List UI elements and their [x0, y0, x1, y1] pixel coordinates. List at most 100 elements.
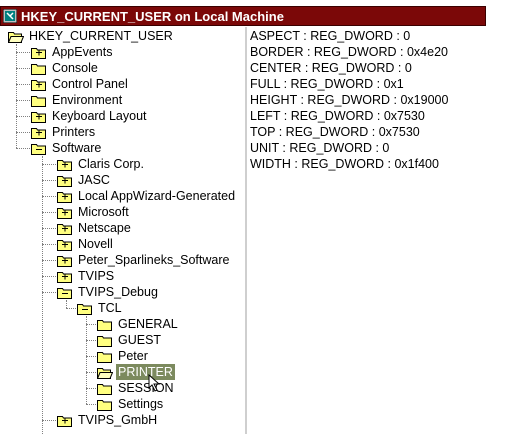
tree-line: [16, 84, 30, 85]
tree-node-general[interactable]: GENERAL: [97, 316, 180, 332]
tree-node-settings[interactable]: Settings: [97, 396, 165, 412]
tree-node-software[interactable]: Software: [31, 140, 103, 156]
tree-line: [86, 404, 96, 405]
value-row-aspect[interactable]: ASPECT : REG_DWORD : 0: [250, 29, 411, 43]
tree-node-peter[interactable]: Peter: [97, 348, 150, 364]
tree-node-label: Environment: [52, 93, 123, 107]
tree-node-label: HKEY_CURRENT_USER: [29, 29, 173, 43]
tree-line: [86, 324, 96, 325]
tree-node-session[interactable]: SESSION: [97, 380, 176, 396]
tree-node-label: TCL: [98, 301, 122, 315]
tree-node-netscape[interactable]: Netscape: [57, 220, 133, 236]
window-right-edge: [489, 0, 507, 434]
registry-app-icon[interactable]: [3, 9, 17, 23]
folder-icon: [97, 383, 112, 395]
tree-node-label: TVIPS: [78, 269, 115, 283]
collapsed-folder-icon: [57, 239, 72, 251]
tree-line: [86, 316, 87, 404]
tree-node-root[interactable]: HKEY_CURRENT_USER: [8, 28, 175, 44]
tree-node-tvips-gmbh[interactable]: TVIPS_GmbH: [57, 412, 159, 428]
tree-node-local-appwizard[interactable]: Local AppWizard-Generated: [57, 188, 237, 204]
tree-line: [42, 164, 56, 165]
tree-line: [42, 276, 56, 277]
window-title: HKEY_CURRENT_USER on Local Machine: [21, 9, 284, 24]
tree-node-label: Keyboard Layout: [52, 109, 147, 123]
tree-node-console[interactable]: Console: [31, 60, 100, 76]
tree-line: [42, 212, 56, 213]
collapsed-folder-icon: [31, 111, 46, 123]
tree-node-label: TVIPS_GmbH: [78, 413, 158, 427]
value-row-top[interactable]: TOP : REG_DWORD : 0x7530: [250, 125, 420, 139]
collapsed-folder-icon: [31, 127, 46, 139]
tree-line: [66, 300, 67, 308]
tree-node-label: AppEvents: [52, 45, 113, 59]
tree-node-label: GUEST: [118, 333, 162, 347]
collapsed-folder-icon: [57, 207, 72, 219]
tree-line: [16, 132, 30, 133]
folder-icon: [97, 399, 112, 411]
value-row-full[interactable]: FULL : REG_DWORD : 0x1: [250, 77, 404, 91]
tree-node-jasc[interactable]: JASC: [57, 172, 112, 188]
tree-node-label: Software: [52, 141, 102, 155]
folder-icon: [97, 351, 112, 363]
tree-line: [16, 52, 30, 53]
tree-node-label: TVIPS_Debug: [78, 285, 158, 299]
collapsed-folder-icon: [57, 175, 72, 187]
tree-node-label: PRINTER: [116, 364, 175, 380]
open-folder-icon: [97, 367, 113, 379]
tree-node-novell[interactable]: Novell: [57, 236, 115, 252]
tree-line: [42, 260, 56, 261]
tree-line: [86, 356, 96, 357]
tree-node-tvips-debug[interactable]: TVIPS_Debug: [57, 284, 160, 300]
tree-node-claris[interactable]: Claris Corp.: [57, 156, 146, 172]
tree-line: [86, 340, 96, 341]
open-folder-icon: [8, 31, 24, 43]
tree-node-guest[interactable]: GUEST: [97, 332, 163, 348]
tree-node-keyboard-layout[interactable]: Keyboard Layout: [31, 108, 149, 124]
tree-node-label: Microsoft: [78, 205, 129, 219]
folder-icon: [31, 63, 46, 75]
values-pane[interactable]: ASPECT : REG_DWORD : 0 BORDER : REG_DWOR…: [249, 27, 489, 434]
collapsed-folder-icon: [57, 255, 72, 267]
mouse-pointer-icon: [148, 374, 161, 392]
value-row-width[interactable]: WIDTH : REG_DWORD : 0x1f400: [250, 157, 439, 171]
collapsed-folder-icon: [57, 191, 72, 203]
tree-node-tcl[interactable]: TCL: [77, 300, 124, 316]
tree-node-label: Control Panel: [52, 77, 128, 91]
tree-node-label: Netscape: [78, 221, 131, 235]
tree-node-label: Peter: [118, 349, 148, 363]
value-row-unit[interactable]: UNIT : REG_DWORD : 0: [250, 141, 390, 155]
value-row-center[interactable]: CENTER : REG_DWORD : 0: [250, 61, 412, 75]
tree-node-label: Settings: [118, 397, 164, 411]
collapsed-folder-icon: [57, 271, 72, 283]
tree-line: [42, 420, 56, 421]
tree-node-label: Peter_Sparlineks_Software: [78, 253, 230, 267]
tree-node-control-panel[interactable]: Control Panel: [31, 76, 130, 92]
tree-line: [42, 244, 56, 245]
folder-icon: [31, 95, 46, 107]
tree-line: [42, 156, 43, 434]
tree-line: [42, 228, 56, 229]
tree-node-tvips[interactable]: TVIPS: [57, 268, 116, 284]
value-row-left[interactable]: LEFT : REG_DWORD : 0x7530: [250, 109, 425, 123]
value-row-height[interactable]: HEIGHT : REG_DWORD : 0x19000: [250, 93, 449, 107]
tree-line: [42, 292, 56, 293]
tree-node-microsoft[interactable]: Microsoft: [57, 204, 131, 220]
tree-line: [66, 308, 76, 309]
value-row-border[interactable]: BORDER : REG_DWORD : 0x4e20: [250, 45, 448, 59]
tree-node-printers[interactable]: Printers: [31, 124, 97, 140]
tree-node-appevents[interactable]: AppEvents: [31, 44, 114, 60]
title-bar[interactable]: HKEY_CURRENT_USER on Local Machine: [0, 6, 486, 26]
tree-node-peter-sparlineks[interactable]: Peter_Sparlineks_Software: [57, 252, 231, 268]
expanded-folder-icon: [31, 143, 46, 155]
tree-node-label: Claris Corp.: [78, 157, 144, 171]
folder-icon: [97, 319, 112, 331]
tree-node-label: GENERAL: [118, 317, 178, 331]
expanded-folder-icon: [57, 287, 72, 299]
tree-node-environment[interactable]: Environment: [31, 92, 124, 108]
collapsed-folder-icon: [31, 47, 46, 59]
tree-line: [86, 388, 96, 389]
key-tree-pane[interactable]: HKEY_CURRENT_USER AppEvents Console Cont…: [0, 27, 247, 434]
tree-node-printer[interactable]: PRINTER: [97, 364, 175, 380]
